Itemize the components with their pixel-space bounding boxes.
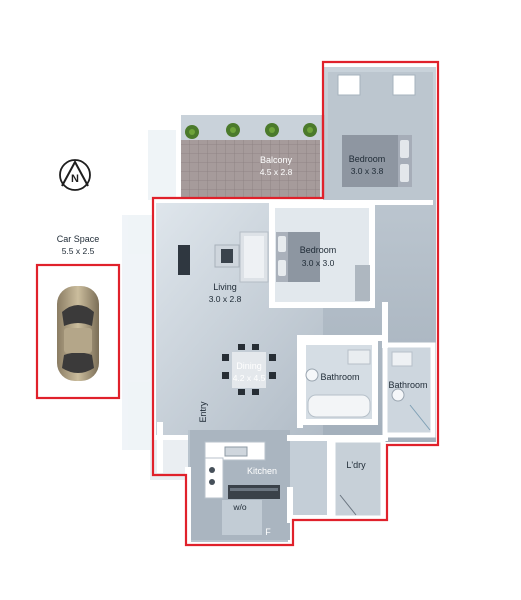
laundry-label: L'dry bbox=[346, 460, 366, 470]
bathroom2-label: Bathroom bbox=[388, 380, 427, 390]
car-space: Car Space 5.5 x 2.5 bbox=[35, 234, 121, 400]
living-dims: 3.0 x 2.8 bbox=[209, 294, 242, 304]
entry-label: Entry bbox=[198, 401, 208, 423]
laundry bbox=[330, 437, 386, 521]
bedroom1-dims: 3.0 x 3.8 bbox=[351, 166, 384, 176]
bathroom1-label: Bathroom bbox=[320, 372, 359, 382]
stovetop-icon bbox=[209, 467, 215, 485]
property-boundary bbox=[151, 60, 440, 547]
bedroom2-dims: 3.0 x 3.0 bbox=[302, 258, 335, 268]
car-space-dims: 5.5 x 2.5 bbox=[62, 246, 95, 256]
bed-icon bbox=[276, 232, 320, 282]
balcony bbox=[176, 115, 323, 199]
balcony-dims: 4.5 x 2.8 bbox=[260, 167, 293, 177]
living-label: Living bbox=[213, 282, 237, 292]
exterior-shading bbox=[122, 130, 190, 480]
bathroom-1 bbox=[300, 339, 378, 425]
walk-in-pantry-label: w/o bbox=[232, 502, 247, 512]
bathroom-2 bbox=[382, 342, 436, 438]
kitchen bbox=[190, 430, 290, 540]
fridge-label: F bbox=[265, 527, 271, 537]
bedroom-1 bbox=[323, 72, 433, 205]
interior-walls bbox=[153, 197, 388, 543]
dining-dims: 4.2 x 4.5 bbox=[233, 373, 266, 383]
sofa-icon bbox=[239, 231, 269, 283]
dining-label: Dining bbox=[236, 361, 262, 371]
bedroom1-label: Bedroom bbox=[349, 154, 386, 164]
chair-icon bbox=[222, 344, 276, 395]
planter-icon bbox=[185, 123, 317, 139]
unit-boundary bbox=[151, 60, 440, 547]
compass-letter: N bbox=[71, 173, 79, 185]
balcony-label: Balcony bbox=[260, 155, 293, 165]
kitchen-label: Kitchen bbox=[247, 466, 277, 476]
north-compass-icon: N bbox=[59, 159, 91, 191]
bedroom-2 bbox=[269, 202, 375, 308]
bed-icon bbox=[342, 135, 412, 187]
car-icon bbox=[57, 286, 99, 381]
dining-area bbox=[222, 344, 276, 395]
car-space-label: Car Space bbox=[57, 234, 100, 244]
living-room bbox=[178, 231, 269, 283]
bedroom2-label: Bedroom bbox=[300, 245, 337, 255]
